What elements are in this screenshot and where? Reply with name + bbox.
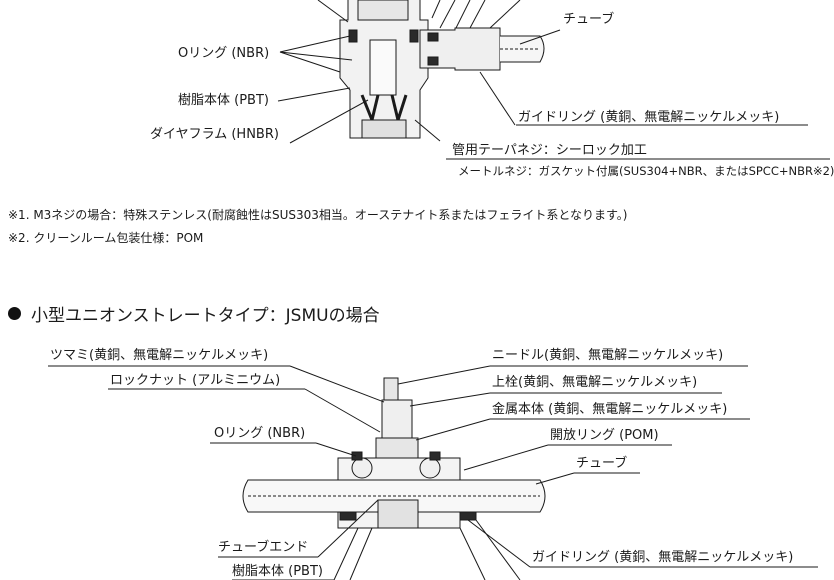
top-fitting-drawing [277, 0, 830, 160]
top-metric-thread-label: メートルネジ：ガスケット付属(SUS304+NBR、またはSPCC+NBR※2) [458, 164, 834, 178]
top-guide-ring-label: ガイドリング (黄銅、無電解ニッケルメッキ) [518, 110, 780, 125]
section-heading-text: 小型ユニオンストレートタイプ：JSMUの場合 [31, 306, 380, 326]
bottom-tube-label: チューブ [576, 456, 628, 471]
upper-plug-label: 上栓(黄銅、無電解ニッケルメッキ) [492, 375, 698, 390]
needle-label: ニードル(黄銅、無電解ニッケルメッキ) [492, 348, 724, 363]
top-resin-body-label: 樹脂本体 (PBT) [178, 93, 269, 108]
bottom-o-ring-label: Oリング (NBR) [214, 426, 306, 441]
release-ring-label: 開放リング (POM) [550, 428, 659, 443]
top-diaphragm-label: ダイヤフラム (HNBR) [150, 127, 279, 142]
top-pipe-thread-label: 管用テーパネジ：シーロック加工 [452, 143, 647, 158]
lock-nut-label: ロックナット (アルミニウム) [110, 373, 281, 388]
bottom-guide-ring-label: ガイドリング (黄銅、無電解ニッケルメッキ) [532, 550, 794, 565]
bottom-resin-body-label: 樹脂本体 (PBT) [232, 564, 323, 579]
note-1: ※1. M3ネジの場合：特殊ステンレス(耐腐蝕性はSUS303相当。オーステナイ… [8, 208, 628, 222]
bullet-icon [8, 307, 21, 320]
top-tube-label: チューブ [563, 12, 615, 27]
section-heading: 小型ユニオンストレートタイプ：JSMUの場合 [8, 301, 380, 326]
top-o-ring-label: Oリング (NBR) [178, 46, 270, 61]
note-2: ※2. クリーンルーム包装仕様：POM [8, 231, 204, 245]
tube-end-label: チューブエンド [218, 540, 309, 555]
metal-body-label: 金属本体 (黄銅、無電解ニッケルメッキ) [492, 402, 728, 417]
knob-label: ツマミ(黄銅、無電解ニッケルメッキ) [50, 348, 269, 363]
